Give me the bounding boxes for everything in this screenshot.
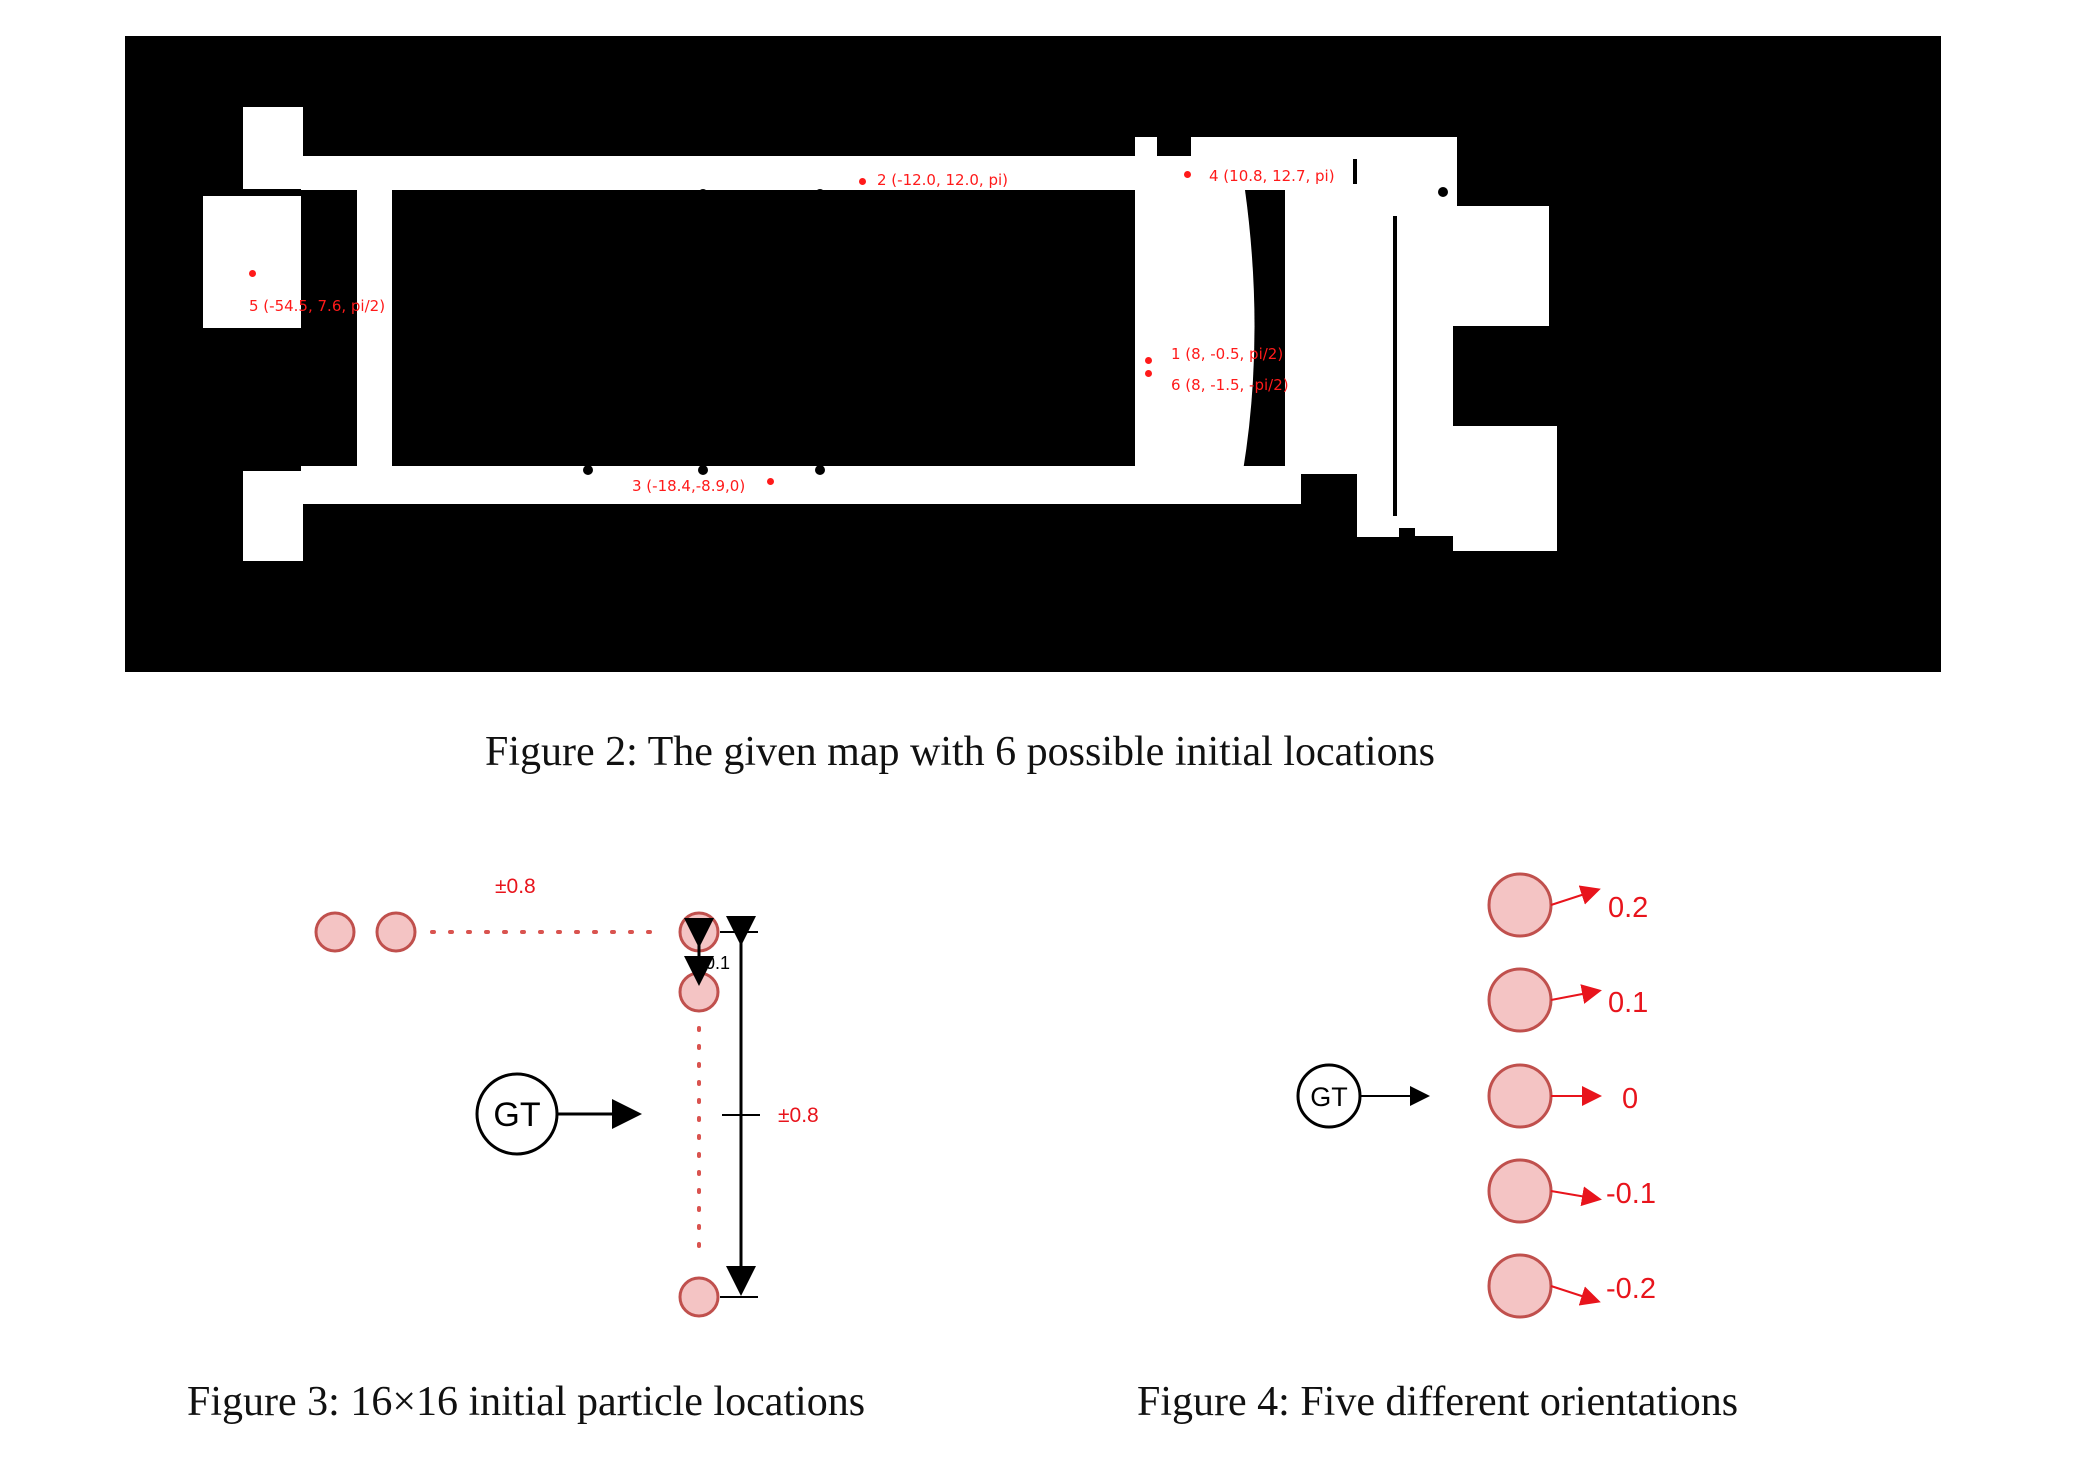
- location-label-6: 6 (8, -1.5, -pi/2): [1171, 376, 1289, 394]
- orientation-label: -0.1: [1606, 1178, 1656, 1210]
- particle: [1487, 1063, 1553, 1129]
- particle: [678, 1276, 720, 1318]
- location-label-4: 4 (10.8, 12.7, pi): [1209, 167, 1335, 185]
- vertical-spread-label: ±0.8: [778, 1104, 819, 1127]
- particle: [314, 911, 356, 953]
- orientation-arrow: [1550, 1186, 1602, 1207]
- figure-3-caption: Figure 3: 16×16 initial particle locatio…: [187, 1379, 866, 1425]
- particle: [1487, 872, 1553, 938]
- figure-3-diagram: ±0.8 0.1 ±0.8 GT: [314, 875, 819, 1318]
- orientation-arrow: [1550, 984, 1602, 1004]
- orientation-row: 0.2: [1487, 872, 1648, 938]
- ground-truth-label: GT: [493, 1096, 540, 1134]
- location-label-3: 3 (-18.4,-8.9,0): [632, 477, 746, 495]
- location-marker-5: [249, 270, 256, 277]
- location-label-5: 5 (-54.5, 7.6, pi/2): [249, 297, 386, 315]
- orientation-arrow: [1550, 1285, 1601, 1306]
- orientation-label: 0.2: [1608, 892, 1648, 924]
- orientation-row: -0.2: [1487, 1253, 1656, 1319]
- ground-truth-label: GT: [1310, 1082, 1348, 1112]
- floor-map: 2 (-12.0, 12.0, pi) 4 (10.8, 12.7, pi) 5…: [125, 36, 1941, 672]
- orientation-label: 0.1: [1608, 987, 1648, 1019]
- location-marker-4: [1184, 171, 1191, 178]
- map-drawing: [203, 107, 1588, 561]
- orientation-label: 0: [1622, 1083, 1638, 1115]
- orientation-row: -0.1: [1487, 1158, 1656, 1224]
- location-marker-2: [859, 178, 866, 185]
- step-label: 0.1: [705, 953, 730, 973]
- figure-2-caption: Figure 2: The given map with 6 possible …: [485, 729, 1435, 775]
- orientation-label: -0.2: [1606, 1273, 1656, 1305]
- orientation-row: 0: [1487, 1063, 1638, 1129]
- figure-4-diagram: GT 0.2 0.1 0 -0.1 -0.2: [1296, 872, 1656, 1319]
- orientation-arrow: [1550, 885, 1601, 906]
- orientation-row: 0.1: [1487, 967, 1648, 1033]
- location-marker-1: [1145, 357, 1152, 364]
- particle: [1487, 1253, 1553, 1319]
- location-label-2: 2 (-12.0, 12.0, pi): [877, 171, 1008, 189]
- figure-4-caption: Figure 4: Five different orientations: [1137, 1379, 1739, 1425]
- location-marker-6: [1145, 370, 1152, 377]
- free-space: [203, 107, 1557, 561]
- particle: [375, 911, 417, 953]
- location-label-1: 1 (8, -0.5, pi/2): [1171, 345, 1284, 363]
- location-marker-3: [767, 478, 774, 485]
- particle: [1487, 1158, 1553, 1224]
- particle: [1487, 967, 1553, 1033]
- horizontal-spread-label: ±0.8: [495, 875, 536, 898]
